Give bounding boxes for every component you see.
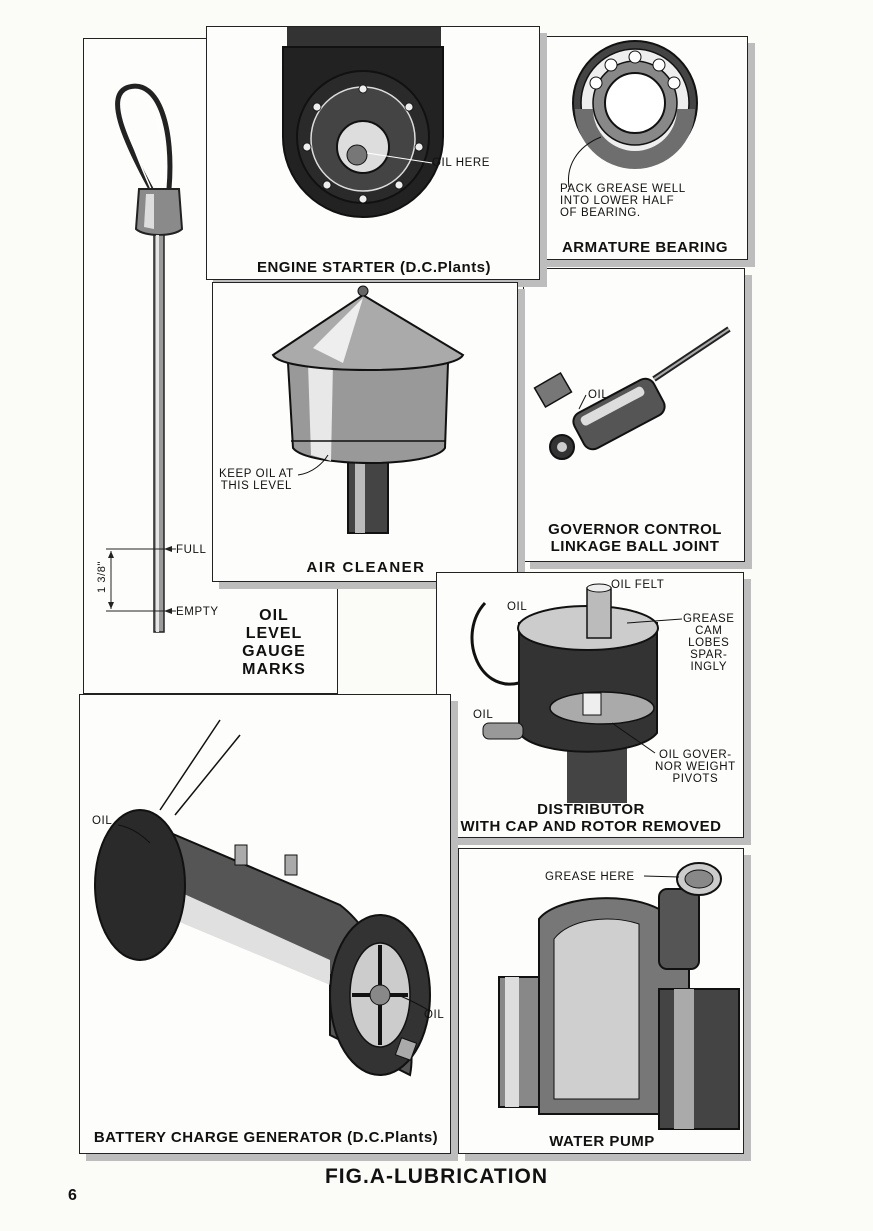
distributor-caption-line-1: DISTRIBUTOR: [537, 801, 645, 818]
distributor-governor-line-2: NOR WEIGHT: [655, 761, 736, 773]
distributor-oil-felt-note: OIL FELT: [611, 579, 665, 591]
dipstick-illustration: [106, 83, 184, 633]
distributor-panel: OIL FELT OIL OIL GREASE CAM LOBES SPAR- …: [436, 572, 744, 838]
distributor-grease-line-3: LOBES: [688, 637, 730, 649]
dipstick-dimension-label: 1 3/8": [95, 561, 108, 593]
engine-starter-illustration: [282, 27, 444, 218]
distributor-illustration: [470, 583, 683, 803]
water-pump-panel: GREASE HERE WATER PUMP: [458, 848, 744, 1154]
distributor-grease-note: GREASE CAM LOBES SPAR- INGLY: [683, 613, 735, 673]
distributor-grease-line-5: INGLY: [690, 661, 728, 673]
armature-caption: ARMATURE BEARING: [561, 239, 729, 256]
page-number: 6: [68, 1187, 77, 1204]
generator-caption: BATTERY CHARGE GENERATOR (D.C.Plants): [93, 1129, 439, 1146]
generator-panel: OIL OIL BATTERY CHARGE GENERATOR (D.C.Pl…: [79, 694, 451, 1154]
armature-bearing-panel: PACK GREASE WELL INTO LOWER HALF OF BEAR…: [540, 36, 748, 260]
air-cleaner-note: KEEP OIL AT THIS LEVEL: [219, 468, 294, 492]
governor-caption-line-2: LINKAGE BALL JOINT: [550, 538, 720, 555]
water-pump-grease-note: GREASE HERE: [545, 871, 635, 883]
distributor-grease-line-1: GREASE: [683, 613, 735, 625]
dipstick-caption-line-3: GAUGE: [242, 643, 306, 660]
distributor-governor-line-1: OIL GOVER-: [659, 749, 732, 761]
armature-bearing-illustration: [567, 40, 698, 188]
air-cleaner-note-line-1: KEEP OIL AT: [219, 468, 294, 480]
dipstick-caption-line-4: MARKS: [242, 661, 306, 678]
governor-caption: GOVERNOR CONTROL LINKAGE BALL JOINT: [524, 521, 746, 555]
air-cleaner-caption: AIR CLEANER: [306, 559, 426, 576]
engine-starter-caption: ENGINE STARTER (D.C.Plants): [256, 259, 492, 276]
armature-note-line-2: INTO LOWER HALF: [560, 195, 675, 207]
governor-caption-line-1: GOVERNOR CONTROL: [548, 521, 722, 538]
full-mark-label: FULL: [176, 544, 207, 556]
distributor-oil-top-note: OIL: [507, 601, 528, 613]
generator-oil-bottom-note: OIL: [424, 1009, 445, 1021]
distributor-grease-line-2: CAM: [695, 625, 723, 637]
distributor-governor-note: OIL GOVER- NOR WEIGHT PIVOTS: [655, 749, 736, 785]
dipstick-caption: OIL LEVEL GAUGE MARKS: [234, 607, 314, 679]
distributor-grease-line-4: SPAR-: [690, 649, 728, 661]
generator-illustration: [94, 719, 431, 1077]
armature-note-line-3: OF BEARING.: [560, 207, 641, 219]
water-pump-illustration: [498, 862, 740, 1130]
distributor-oil-left-note: OIL: [473, 709, 494, 721]
governor-panel: OIL GOVERNOR CONTROL LINKAGE BALL JOINT: [523, 268, 745, 562]
armature-note: PACK GREASE WELL INTO LOWER HALF OF BEAR…: [560, 183, 686, 219]
governor-oil-note: OIL: [588, 389, 609, 401]
distributor-caption: DISTRIBUTOR WITH CAP AND ROTOR REMOVED: [437, 801, 745, 835]
air-cleaner-note-line-2: THIS LEVEL: [220, 480, 292, 492]
empty-mark-label: EMPTY: [176, 606, 219, 618]
engine-starter-panel: OIL HERE ENGINE STARTER (D.C.Plants): [206, 26, 540, 280]
figure-title: FIG.A-LUBRICATION: [324, 1165, 549, 1188]
dipstick-caption-line-2: LEVEL: [245, 625, 303, 642]
air-cleaner-panel: KEEP OIL AT THIS LEVEL AIR CLEANER: [212, 282, 518, 582]
air-cleaner-illustration: [271, 285, 465, 534]
distributor-governor-line-3: PIVOTS: [672, 773, 719, 785]
dipstick-caption-line-1: OIL: [259, 607, 289, 624]
distributor-caption-line-2: WITH CAP AND ROTOR REMOVED: [460, 818, 722, 835]
engine-starter-oil-note: OIL HERE: [432, 157, 491, 169]
governor-illustration: [533, 326, 731, 460]
water-pump-caption: WATER PUMP: [549, 1133, 655, 1150]
armature-note-line-1: PACK GREASE WELL: [560, 183, 686, 195]
generator-oil-top-note: OIL: [92, 815, 113, 827]
